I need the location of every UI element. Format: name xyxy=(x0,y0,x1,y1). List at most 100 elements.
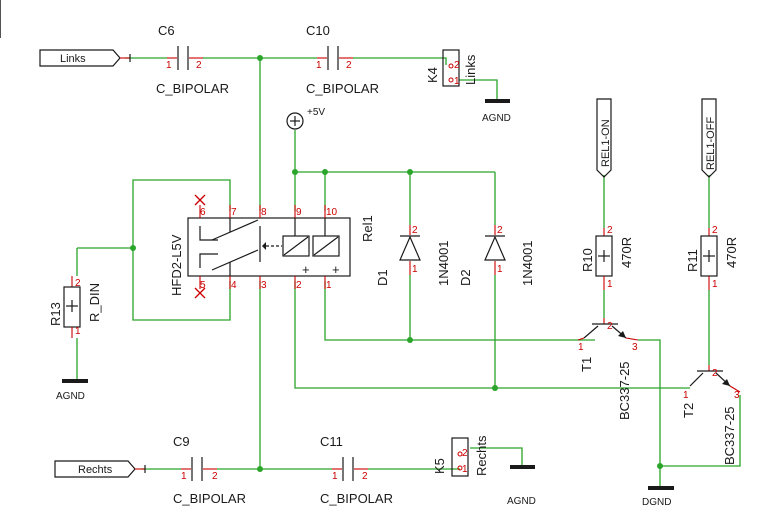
svg-text:2: 2 xyxy=(412,225,418,236)
svg-text:470R: 470R xyxy=(619,237,634,268)
label-rel1-off: REL1-OFF xyxy=(701,98,717,178)
svg-text:1: 1 xyxy=(332,471,338,482)
svg-text:1: 1 xyxy=(497,264,503,275)
svg-text:AGND: AGND xyxy=(482,113,511,124)
svg-text:2: 2 xyxy=(462,448,468,459)
svg-text:1: 1 xyxy=(181,471,187,482)
svg-text:2: 2 xyxy=(497,225,503,236)
label-rel1-on: REL1-ON xyxy=(596,98,612,178)
capacitor-c10: 1 2 C10 C_BIPOLAR xyxy=(306,23,379,96)
resistor-r13: 2 1 R13 R_DIN xyxy=(48,276,102,338)
svg-text:R10: R10 xyxy=(580,248,595,272)
label-links: Links xyxy=(39,49,131,67)
svg-text:1: 1 xyxy=(326,280,332,291)
relay-rel1: + + 6 7 8 9 10 5 4 3 2 1 HFD2-L5V Rel1 xyxy=(169,194,375,299)
svg-text:7: 7 xyxy=(231,207,237,218)
agnd-symbol-r13: AGND xyxy=(56,379,88,402)
svg-text:Links: Links xyxy=(463,54,478,85)
svg-text:R13: R13 xyxy=(48,302,63,326)
svg-text:1N4001: 1N4001 xyxy=(436,240,451,286)
svg-text:R11: R11 xyxy=(685,249,700,272)
svg-text:4: 4 xyxy=(231,280,237,291)
svg-text:2: 2 xyxy=(362,471,368,482)
svg-text:9: 9 xyxy=(296,207,302,218)
capacitor-c11: 1 2 C11 C_BIPOLAR xyxy=(320,434,393,506)
svg-text:1: 1 xyxy=(316,60,322,71)
diode-d1: 2 1 D1 1N4001 xyxy=(375,225,451,286)
svg-text:C_BIPOLAR: C_BIPOLAR xyxy=(306,81,379,96)
svg-text:1: 1 xyxy=(462,464,468,475)
capacitor-c9: 1 2 C9 C_BIPOLAR xyxy=(173,434,246,506)
svg-text:AGND: AGND xyxy=(56,391,85,402)
svg-text:1: 1 xyxy=(166,60,172,71)
svg-text:2: 2 xyxy=(196,60,202,71)
svg-text:2: 2 xyxy=(607,321,613,332)
svg-text:+: + xyxy=(302,262,310,277)
svg-text:2: 2 xyxy=(212,471,218,482)
svg-text:1: 1 xyxy=(712,279,718,290)
transistor-t1: 2 1 3 T1 BC337-25 xyxy=(577,318,639,420)
vcc-symbol: +5V xyxy=(286,107,325,130)
svg-text:1: 1 xyxy=(607,279,613,290)
svg-text:Rechts: Rechts xyxy=(474,435,489,476)
wires xyxy=(76,57,741,487)
svg-text:470R: 470R xyxy=(724,237,739,268)
svg-text:C_BIPOLAR: C_BIPOLAR xyxy=(173,491,246,506)
svg-text:1: 1 xyxy=(412,264,418,275)
svg-text:Rechts: Rechts xyxy=(78,464,113,476)
svg-text:AGND: AGND xyxy=(507,496,536,507)
diode-d2: 2 1 D2 1N4001 xyxy=(458,225,535,286)
junctions xyxy=(130,55,663,472)
resistor-r11: 2 1 R11 470R xyxy=(685,225,739,290)
svg-text:2: 2 xyxy=(75,278,81,289)
svg-text:2: 2 xyxy=(607,225,613,236)
connector-k5: 2 1 K5 Rechts xyxy=(432,435,489,477)
svg-text:DGND: DGND xyxy=(642,497,671,508)
svg-text:2: 2 xyxy=(712,368,718,379)
svg-text:2: 2 xyxy=(296,280,302,291)
connector-k4: 2 1 K4 Links xyxy=(425,49,478,87)
svg-text:3: 3 xyxy=(261,280,267,291)
resistor-r10: 2 1 R10 470R xyxy=(580,225,634,290)
svg-text:BC337-25: BC337-25 xyxy=(617,361,632,420)
transistor-t2: 2 1 3 T2 BC337-25 xyxy=(681,365,741,465)
svg-text:2: 2 xyxy=(454,60,460,71)
svg-text:C10: C10 xyxy=(306,23,330,38)
svg-text:C_BIPOLAR: C_BIPOLAR xyxy=(320,491,393,506)
svg-text:Links: Links xyxy=(60,53,86,65)
svg-text:C9: C9 xyxy=(173,434,190,449)
svg-text:C6: C6 xyxy=(158,23,175,38)
svg-text:2: 2 xyxy=(712,225,718,236)
svg-text:HFD2-L5V: HFD2-L5V xyxy=(169,234,184,296)
svg-text:6: 6 xyxy=(200,207,206,218)
label-rechts: Rechts xyxy=(54,460,146,478)
svg-text:1: 1 xyxy=(578,342,584,353)
svg-text:K4: K4 xyxy=(425,67,440,83)
svg-text:Rel1: Rel1 xyxy=(360,215,375,242)
agnd-symbol-bottom: AGND xyxy=(507,465,536,507)
svg-text:T2: T2 xyxy=(681,403,696,418)
agnd-symbol-top: AGND xyxy=(482,99,511,124)
svg-text:1N4001: 1N4001 xyxy=(520,240,535,286)
svg-text:REL1-ON: REL1-ON xyxy=(600,119,612,167)
svg-text:2: 2 xyxy=(346,60,352,71)
svg-text:R_DIN: R_DIN xyxy=(87,283,102,322)
svg-text:D2: D2 xyxy=(458,269,473,286)
svg-text:T1: T1 xyxy=(579,357,594,372)
svg-text:C_BIPOLAR: C_BIPOLAR xyxy=(156,81,229,96)
svg-text:D1: D1 xyxy=(375,269,390,286)
svg-text:3: 3 xyxy=(734,390,740,401)
svg-text:K5: K5 xyxy=(432,458,447,474)
capacitor-c6: 1 2 C6 C_BIPOLAR xyxy=(156,23,229,96)
svg-text:1: 1 xyxy=(454,76,460,87)
svg-text:BC337-25: BC337-25 xyxy=(722,406,737,465)
dgnd-symbol: DGND xyxy=(642,486,674,508)
svg-text:1: 1 xyxy=(75,326,81,337)
svg-text:8: 8 xyxy=(261,207,267,218)
svg-text:C11: C11 xyxy=(320,434,343,449)
svg-text:+: + xyxy=(332,262,340,277)
svg-text:10: 10 xyxy=(326,207,338,218)
svg-text:3: 3 xyxy=(632,342,638,353)
svg-text:+5V: +5V xyxy=(307,107,325,118)
svg-text:1: 1 xyxy=(683,390,689,401)
